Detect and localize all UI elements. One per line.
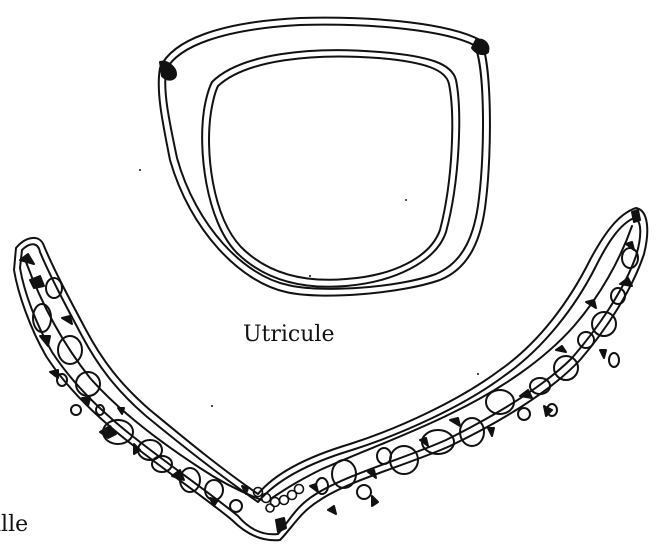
utricule-inner-cavity [202,50,459,287]
feuille-right-arm-cells [316,248,638,499]
label-feuille: ille [0,512,28,537]
feuille-bead-chain [254,485,304,513]
feuille-inner-line [26,226,632,500]
utricule-outer-wall [159,18,490,296]
feuille-outer-boundary [14,208,647,540]
utricule-junction-dots [160,40,488,80]
feuille-left-arm-cells [33,278,242,512]
label-utricule: Utricule [243,322,334,347]
